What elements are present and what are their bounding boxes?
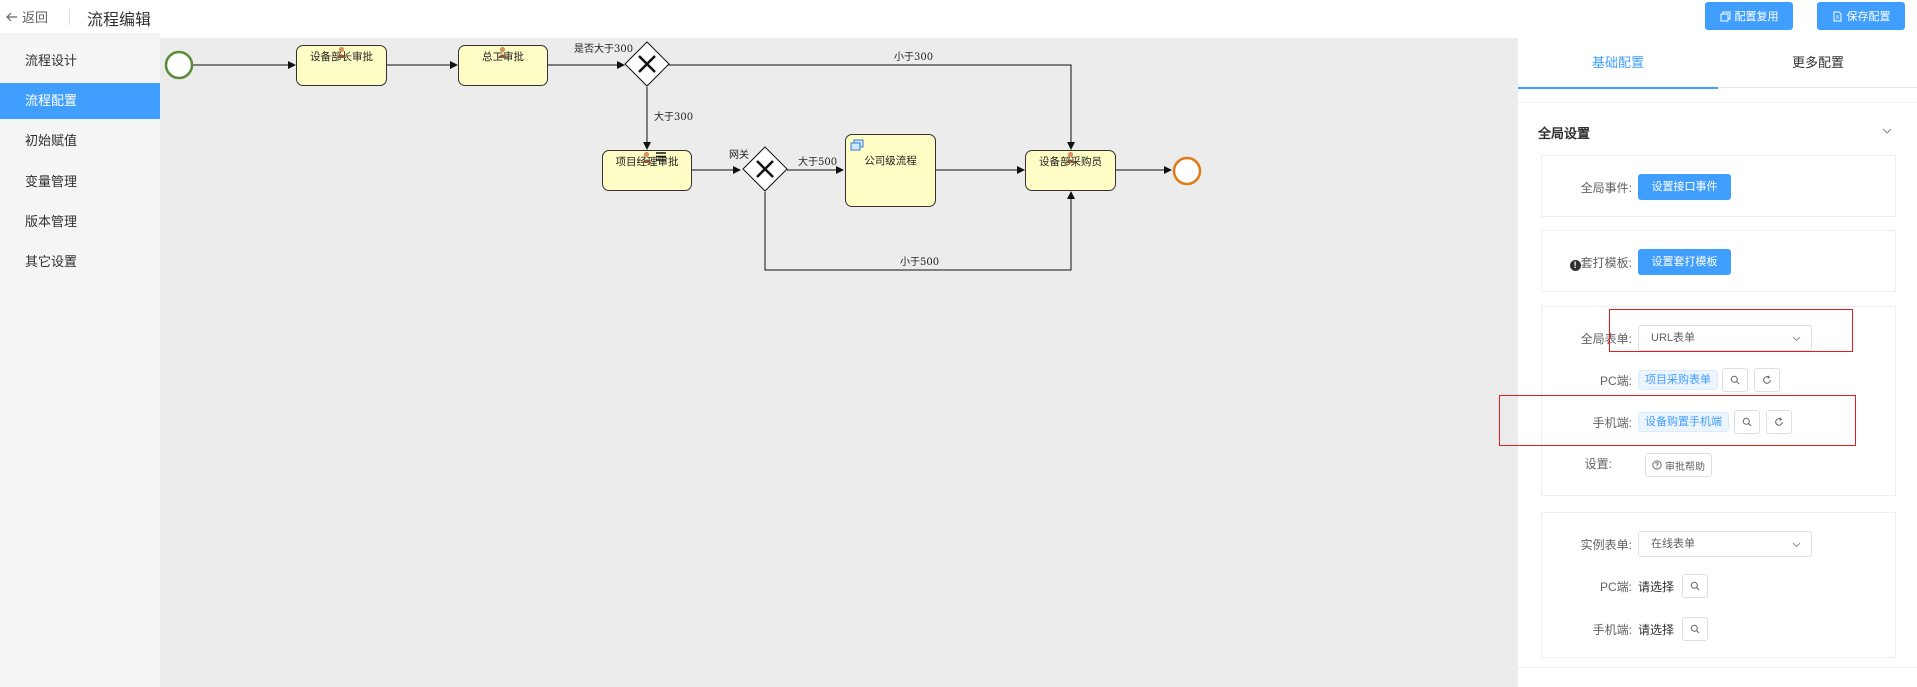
print-template-card: !套打模板: 设置套打模板 [1541,230,1896,292]
global-form-card: 全局表单: URL表单 PC端: 项目采购表单 手机端: 设备购置手机端 设置: [1541,306,1896,496]
back-button[interactable]: 返回 [6,7,48,26]
mobile-form-search-button[interactable] [1734,410,1760,434]
subprocess-icon [850,139,864,151]
global-event-card: 全局事件: 设置接口事件 [1541,155,1896,217]
edge-label-lt300: 小于300 [894,52,934,63]
task-dept-head-approve[interactable]: 设备部长审批 [296,45,387,86]
global-form-select-value: URL表单 [1651,332,1696,344]
pc-form-search-button[interactable] [1722,368,1748,392]
edge-label-lt500: 小于500 [900,257,940,268]
global-form-label: 全局表单: [1580,332,1632,346]
subprocess-company-flow[interactable]: 公司级流程 [845,134,936,207]
print-template-label: !套打模板: [1542,254,1632,271]
user-task-icon [641,151,652,163]
global-form-select[interactable]: URL表单 [1638,325,1812,351]
instance-form-select-value: 在线表单 [1651,538,1695,550]
sidebar-item-version-management[interactable]: 版本管理 [25,214,78,229]
task-chief-engineer-approve[interactable]: 总工审批 [458,45,548,86]
print-template-label-text: 套打模板: [1580,256,1632,270]
edge-label-gt300-question: 是否大于300 [574,44,634,55]
process-canvas[interactable]: 设备部长审批 总工审批 项目经理审批 公司级流程 设备部采购员 是否大于300 … [160,38,1517,687]
exclusive-gateway-1 [624,41,670,87]
sidebar-item-other-settings[interactable]: 其它设置 [25,254,78,269]
global-event-label: 全局事件: [1580,181,1632,195]
search-icon [1690,581,1700,591]
user-task-icon [1065,151,1076,163]
tab-basic-config[interactable]: 基础配置 [1591,55,1644,70]
instance-form-card: 实例表单: 在线表单 PC端: 请选择 手机端: 请选择 [1541,512,1896,658]
edge-label-gt300: 大于300 [654,112,694,123]
instance-pc-value: 请选择 [1638,580,1675,594]
refresh-icon [1775,417,1783,426]
global-settings-header[interactable]: 全局设置 [1518,102,1917,162]
search-icon [1742,417,1752,427]
task-purchaser[interactable]: 设备部采购员 [1025,150,1116,191]
instance-form-select[interactable]: 在线表单 [1638,531,1812,557]
back-label: 返回 [22,10,49,25]
search-icon [1690,624,1700,634]
search-icon [1730,375,1740,385]
save-config-label: 保存配置 [1846,11,1891,23]
instance-mobile-search-button[interactable] [1682,617,1708,641]
mobile-form-reset-button[interactable] [1766,410,1792,434]
global-form-mobile-label: 手机端: [1592,416,1632,430]
exclusive-gateway-2 [742,146,788,192]
start-event [164,50,194,80]
global-form-settings-label: 设置: [1584,457,1612,471]
chevron-down-icon [1792,336,1801,342]
edge-label-gateway: 网关 [729,150,749,161]
set-print-template-button[interactable]: 设置套打模板 [1638,249,1731,275]
mobile-form-tag[interactable]: 设备购置手机端 [1638,412,1729,432]
question-circle-icon [1652,460,1662,470]
sidebar: 流程设计 流程配置 初始赋值 变量管理 版本管理 其它设置 [0,33,160,687]
active-tab-indicator [1518,87,1718,89]
instance-form-label: 实例表单: [1580,538,1632,552]
section-title: 全局设置 [1538,126,1591,141]
copy-icon [1720,11,1730,21]
reuse-config-button[interactable]: 配置复用 [1705,2,1793,30]
end-event [1172,156,1202,186]
edge-gateway2-to-purchaser [764,191,1075,271]
top-bar: 返回 流程编辑 配置复用 保存配置 [0,0,1917,33]
edge-gateway1-to-purchaser [648,64,1075,150]
pc-form-reset-button[interactable] [1754,368,1780,392]
sidebar-item-process-design[interactable]: 流程设计 [25,53,78,68]
config-panel: 基础配置 更多配置 全局设置 全局事件: 设置接口事件 !套打模板: 设置套打模… [1517,38,1917,687]
sidebar-item-variable-management[interactable]: 变量管理 [25,174,78,189]
task-label: 公司级流程 [864,155,917,167]
config-tabs: 基础配置 更多配置 [1518,38,1917,89]
chevron-down-icon [1792,542,1801,548]
save-config-button[interactable]: 保存配置 [1817,2,1905,30]
multi-instance-icon [656,152,666,161]
info-icon: ! [1569,260,1581,271]
arrow-left-icon [6,12,17,21]
approval-help-button[interactable]: 审批帮助 [1645,453,1712,477]
global-form-pc-label: PC端: [1599,374,1632,388]
instance-form-mobile-label: 手机端: [1592,623,1632,637]
panel-bottom-divider [1518,667,1917,668]
refresh-icon [1763,375,1771,384]
user-task-icon [497,46,508,58]
sidebar-item-process-config[interactable]: 流程配置 [0,83,160,119]
document-icon [1833,11,1841,21]
task-pm-approve[interactable]: 项目经理审批 [602,150,692,191]
instance-pc-search-button[interactable] [1682,574,1708,598]
instance-mobile-value: 请选择 [1638,623,1675,637]
edge-label-gt500: 大于500 [798,157,838,168]
page-title: 流程编辑 [87,12,152,29]
reuse-config-label: 配置复用 [1734,11,1779,23]
set-interface-event-button[interactable]: 设置接口事件 [1638,174,1731,200]
pc-form-tag[interactable]: 项目采购表单 [1638,370,1718,390]
flow-edges [164,41,1202,271]
instance-form-pc-label: PC端: [1599,580,1632,594]
tab-more-config[interactable]: 更多配置 [1791,55,1844,70]
header-divider [69,9,70,25]
approval-help-label: 审批帮助 [1665,461,1705,473]
user-task-icon [336,46,347,58]
sidebar-item-initial-assignment[interactable]: 初始赋值 [25,133,78,148]
chevron-down-icon[interactable] [1881,125,1893,137]
